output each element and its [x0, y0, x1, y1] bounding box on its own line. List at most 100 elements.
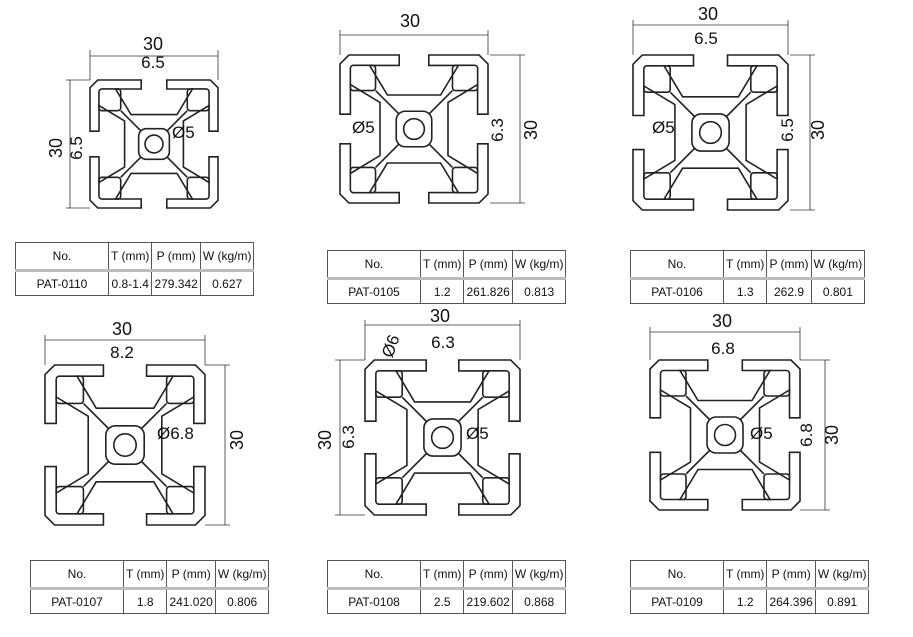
header-weight: W (kg/m)	[214, 560, 270, 590]
header-perimeter: P (mm)	[766, 560, 816, 590]
corner-cavity	[749, 172, 778, 200]
dim-width: 30	[400, 11, 420, 31]
web-line	[401, 452, 428, 479]
corner-cavity	[451, 166, 479, 194]
center-hole	[698, 120, 723, 145]
weight-value: 0.627	[199, 270, 255, 296]
aluminum-profile-shape	[364, 359, 521, 516]
header-perimeter: P (mm)	[151, 242, 201, 272]
header-no: No.	[327, 560, 421, 590]
web-line	[725, 147, 752, 174]
perimeter-value: 261.826	[463, 278, 513, 304]
dim-hole: Ø5	[652, 118, 675, 137]
part-number: PAT-0108	[327, 588, 421, 614]
header-no: No.	[15, 242, 109, 272]
corner-cavity	[375, 476, 404, 505]
web-line	[725, 91, 752, 118]
center-hole	[402, 117, 426, 141]
header-weight: W (kg/m)	[810, 250, 866, 280]
dim-slot-side: 6.5	[67, 136, 86, 160]
dim-width: 30	[112, 319, 132, 339]
center-hole	[430, 425, 455, 450]
header-weight: W (kg/m)	[814, 560, 870, 590]
corner-cavity	[375, 370, 404, 399]
web-line	[739, 395, 765, 421]
web-line	[669, 147, 696, 174]
corner-cavity	[763, 369, 791, 397]
weight-value: 0.801	[810, 278, 866, 304]
web-line	[166, 110, 188, 132]
header-weight: W (kg/m)	[511, 250, 567, 280]
weight-value: 0.891	[814, 588, 870, 614]
corner-cavity	[186, 176, 210, 200]
corner-cavity	[481, 476, 510, 505]
profile-outline	[364, 359, 521, 516]
center-core	[706, 416, 744, 454]
web-line	[140, 402, 168, 430]
web-line	[120, 110, 142, 132]
dim-hole: Ø5	[466, 424, 489, 443]
spec-table: No. T (mm) P (mm) W (kg/m) PAT-0105 1.2 …	[327, 250, 567, 304]
header-perimeter: P (mm)	[766, 250, 812, 280]
center-core	[395, 110, 433, 148]
header-no: No.	[630, 250, 724, 280]
perimeter-value: 241.020	[166, 588, 216, 614]
header-thickness: T (mm)	[722, 560, 768, 590]
corner-cavity	[55, 375, 85, 405]
web-line	[428, 143, 454, 169]
dim-slot-top: 8.2	[110, 343, 134, 362]
dim-width: 30	[430, 306, 450, 326]
dim-slot-top: 6.5	[694, 29, 718, 48]
thickness-value: 1.8	[122, 588, 168, 614]
corner-cavity	[643, 65, 671, 93]
center-core	[691, 113, 730, 152]
thickness-value: 1.2	[722, 588, 768, 614]
web-line	[82, 460, 110, 488]
header-thickness: T (mm)	[107, 242, 153, 272]
center-core	[105, 424, 146, 465]
dim-slot-side: 6.8	[797, 423, 816, 447]
center-core	[137, 127, 171, 161]
dim-height: 30	[822, 425, 842, 445]
dim-hole: Ø5	[750, 424, 773, 443]
corner-cavity	[763, 473, 791, 501]
corner-cavity	[643, 172, 671, 200]
dim-hole: Ø5	[352, 118, 375, 137]
web-line	[401, 396, 428, 423]
header-thickness: T (mm)	[722, 250, 768, 280]
header-thickness: T (mm)	[122, 560, 168, 590]
corner-cavity	[165, 375, 195, 405]
corner-cavity	[659, 369, 687, 397]
header-no: No.	[630, 560, 724, 590]
profile-outline	[649, 359, 801, 511]
aluminum-profile-shape	[632, 54, 789, 211]
perimeter-value: 262.9	[766, 278, 812, 304]
web-line	[669, 91, 696, 118]
dim-height: 30	[315, 430, 335, 450]
corner-cavity	[749, 65, 778, 93]
header-perimeter: P (mm)	[463, 250, 513, 280]
dim-width: 30	[712, 311, 732, 331]
corner-cavity	[165, 485, 195, 515]
dim-corner-hole: Ø6	[378, 332, 404, 360]
web-line	[685, 449, 711, 475]
perimeter-value: 219.602	[463, 588, 513, 614]
spec-table: No. T (mm) P (mm) W (kg/m) PAT-0106 1.3 …	[630, 250, 866, 304]
web-line	[428, 89, 454, 115]
web-line	[374, 143, 400, 169]
dim-height: 30	[46, 138, 66, 158]
thickness-value: 2.5	[419, 588, 465, 614]
web-line	[739, 449, 765, 475]
weight-value: 0.813	[511, 278, 567, 304]
center-hole	[144, 134, 164, 154]
part-number: PAT-0110	[15, 270, 109, 296]
dim-slot-side: 6.5	[778, 118, 797, 142]
weight-value: 0.806	[214, 588, 270, 614]
corner-cavity	[451, 64, 479, 92]
profile-outline	[44, 364, 206, 526]
part-number: PAT-0107	[30, 588, 124, 614]
spec-table: No. T (mm) P (mm) W (kg/m) PAT-0109 1.2 …	[630, 560, 870, 614]
part-number: PAT-0106	[630, 278, 724, 304]
aluminum-profile-shape	[44, 364, 206, 526]
header-perimeter: P (mm)	[166, 560, 216, 590]
